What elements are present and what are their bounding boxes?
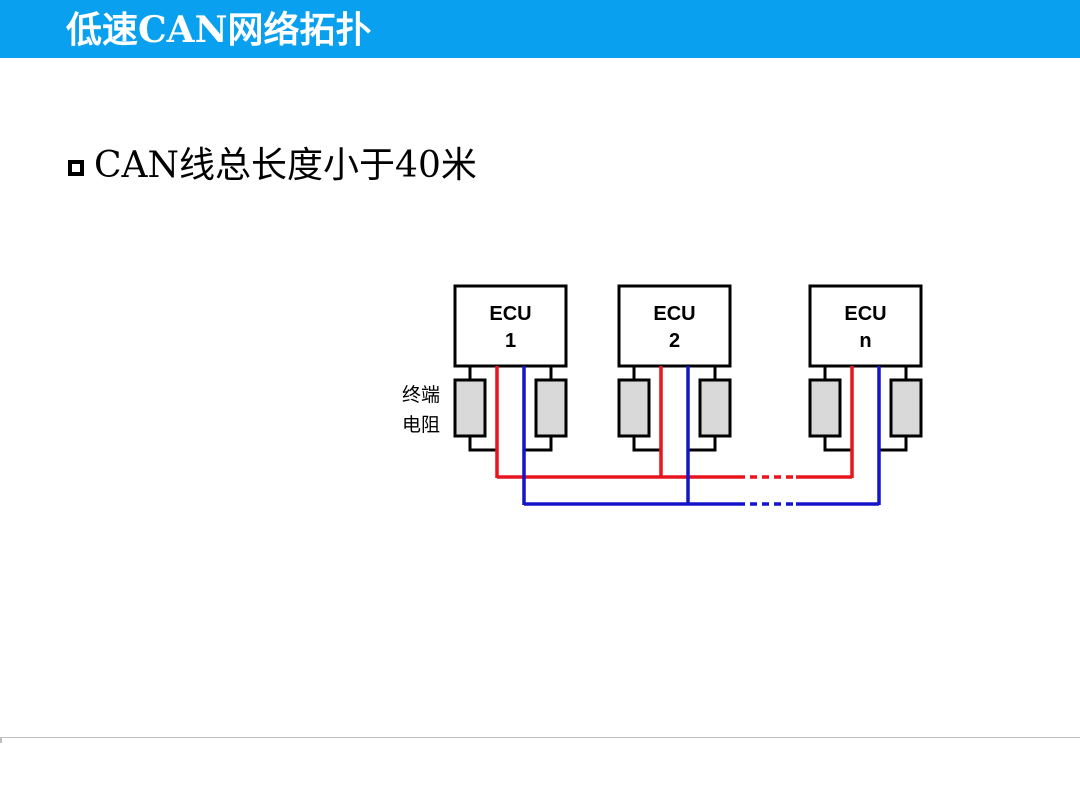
terminal-resistor (534, 378, 568, 438)
slide-title: 低速CAN网络拓扑 (66, 9, 372, 51)
ecu-node-n: ECU n (808, 284, 923, 452)
resistor-lead (632, 436, 661, 452)
resistor-lead (823, 436, 852, 452)
resistor-lead (879, 436, 908, 452)
title-bar: 低速CAN网络拓扑 (0, 0, 1080, 58)
resistor-label-line2: 电阻 (402, 414, 440, 436)
resistor-lead (468, 436, 497, 452)
bullet-item: CAN线总长度小于40米 (68, 140, 477, 192)
ecu-box (453, 284, 568, 368)
bullet-text: CAN线总长度小于40米 (94, 145, 477, 186)
terminal-resistor (889, 378, 923, 438)
ecu-name: ECU (489, 303, 531, 325)
ecu-box (808, 284, 923, 368)
resistor-lead (688, 436, 717, 452)
ecu-box (617, 284, 732, 368)
footer-tick (0, 737, 2, 743)
can-low-bus (522, 366, 881, 506)
can-topology-diagram: 终端 电阻 ECU 1 ECU 2 ECU n (402, 284, 923, 506)
can-high-bus (495, 366, 854, 479)
terminal-resistor (453, 378, 487, 438)
terminal-resistor (808, 378, 842, 438)
ecu-name: ECU (653, 303, 695, 325)
square-bullet-icon (68, 160, 84, 176)
resistor-lead (524, 436, 553, 452)
ecu-id: n (859, 330, 871, 352)
ecu-name: ECU (844, 303, 886, 325)
ecu-node-1: ECU 1 (453, 284, 568, 452)
footer-divider (0, 737, 1080, 738)
ecu-resistor (617, 378, 651, 438)
ecu-id: 2 (669, 330, 680, 352)
ecu-id: 1 (505, 330, 516, 352)
resistor-label-line1: 终端 (402, 384, 440, 406)
ecu-resistor (698, 378, 732, 438)
ecu-node-2: ECU 2 (617, 284, 732, 452)
